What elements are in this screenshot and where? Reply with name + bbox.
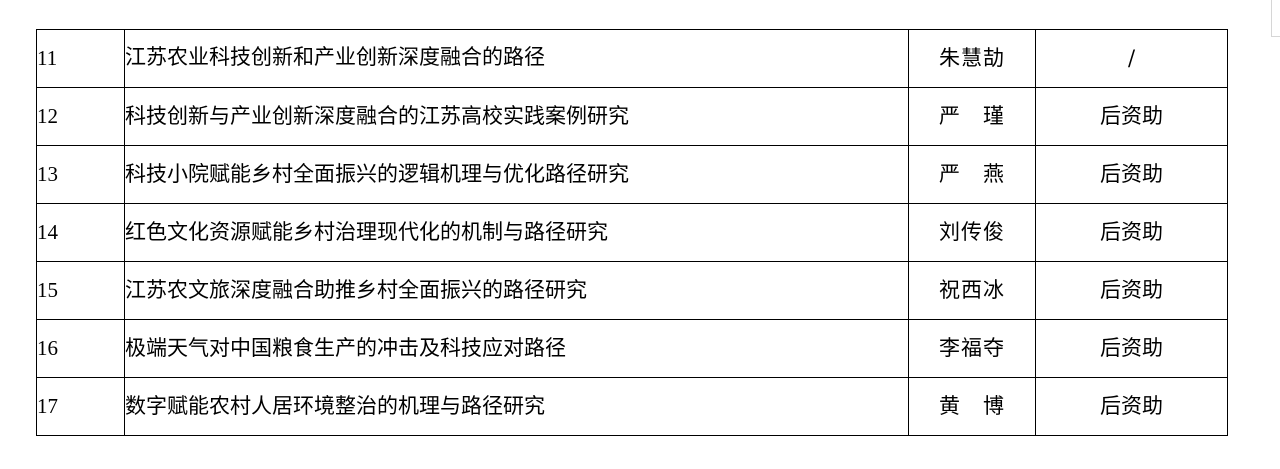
funding-status: 后资助	[1035, 87, 1228, 146]
table-row: 13 科技小院赋能乡村全面振兴的逻辑机理与优化路径研究 严 燕 后资助	[36, 145, 1228, 204]
project-leader: 黄 博	[908, 377, 1036, 436]
row-number: 16	[36, 319, 125, 378]
project-title-cell[interactable]: 江苏农业科技创新和产业创新深度融合的路径	[124, 29, 909, 88]
row-number: 11	[36, 29, 125, 88]
project-title[interactable]: 江苏农文旅深度融合助推乡村全面振兴的路径研究	[124, 261, 909, 320]
project-title[interactable]: 科技创新与产业创新深度融合的江苏高校实践案例研究	[124, 87, 909, 146]
row-number: 17	[36, 377, 125, 436]
funding-status: 后资助	[1035, 145, 1228, 204]
table-row: 17 数字赋能农村人居环境整治的机理与路径研究 黄 博 后资助	[36, 377, 1228, 436]
project-leader: 朱慧劼	[908, 29, 1036, 88]
project-leader: 刘传俊	[908, 203, 1036, 262]
project-table: 11 江苏农业科技创新和产业创新深度融合的路径 朱慧劼 / 12 科技创新与产业…	[36, 29, 1228, 436]
project-leader: 严 燕	[908, 145, 1036, 204]
scroll-edge-handle[interactable]	[1271, 0, 1280, 37]
project-title[interactable]: 数字赋能农村人居环境整治的机理与路径研究	[124, 377, 909, 436]
table-row: 16 极端天气对中国粮食生产的冲击及科技应对路径 李福夺 后资助	[36, 319, 1228, 378]
funding-status: 后资助	[1035, 319, 1228, 378]
table-row: 11 江苏农业科技创新和产业创新深度融合的路径 朱慧劼 /	[36, 29, 1228, 88]
project-title[interactable]: 红色文化资源赋能乡村治理现代化的机制与路径研究	[124, 203, 909, 262]
project-title[interactable]: 科技小院赋能乡村全面振兴的逻辑机理与优化路径研究	[124, 145, 909, 204]
funding-status: 后资助	[1035, 377, 1228, 436]
project-leader: 李福夺	[908, 319, 1036, 378]
table-row: 14 红色文化资源赋能乡村治理现代化的机制与路径研究 刘传俊 后资助	[36, 203, 1228, 262]
project-leader: 祝西冰	[908, 261, 1036, 320]
row-number: 13	[36, 145, 125, 204]
row-number: 14	[36, 203, 125, 262]
row-number: 12	[36, 87, 125, 146]
project-leader: 严 瑾	[908, 87, 1036, 146]
funding-status: /	[1035, 29, 1228, 88]
table-row: 15 江苏农文旅深度融合助推乡村全面振兴的路径研究 祝西冰 后资助	[36, 261, 1228, 320]
project-title[interactable]: 极端天气对中国粮食生产的冲击及科技应对路径	[124, 319, 909, 378]
funding-status: 后资助	[1035, 261, 1228, 320]
project-title: 江苏农业科技创新和产业创新深度融合的路径	[125, 45, 546, 69]
funding-status: 后资助	[1035, 203, 1228, 262]
table-row: 12 科技创新与产业创新深度融合的江苏高校实践案例研究 严 瑾 后资助	[36, 87, 1228, 146]
row-number: 15	[36, 261, 125, 320]
